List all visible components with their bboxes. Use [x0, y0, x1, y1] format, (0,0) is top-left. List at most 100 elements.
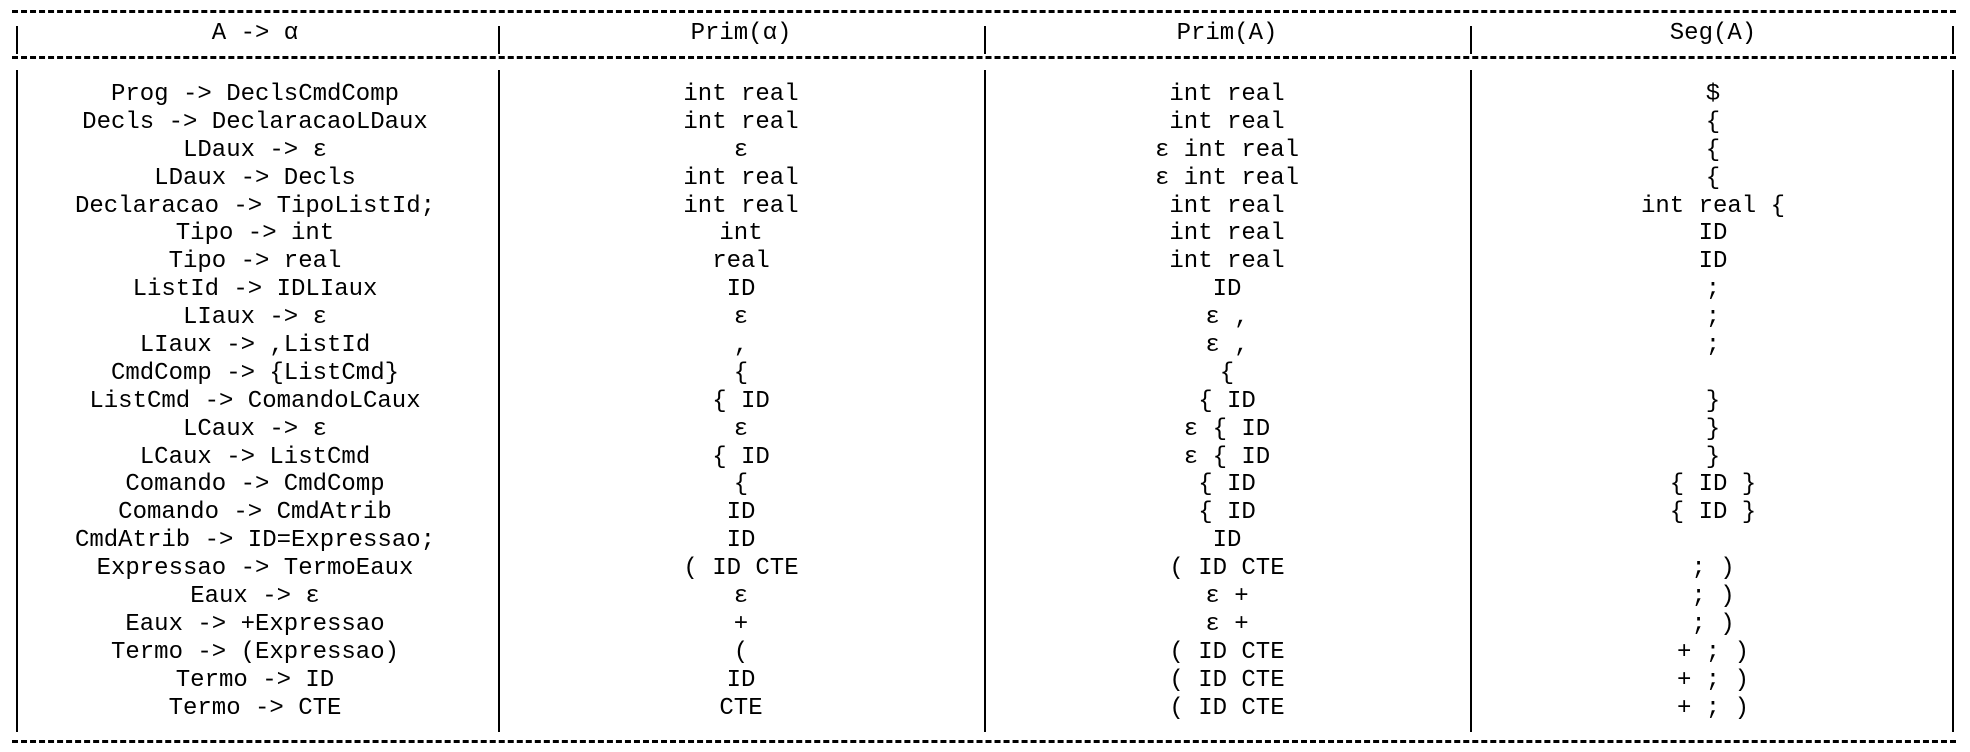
- follow-a-cell: ; ): [1691, 610, 1735, 638]
- production-cell: LDaux -> ε: [182, 136, 328, 164]
- table-row: Eaux -> +Expressao+ε +; ): [12, 611, 1956, 639]
- first-a-cell: ε { ID: [1183, 415, 1271, 443]
- top-rule: [12, 10, 1956, 13]
- first-alpha-cell: ε: [733, 304, 749, 332]
- first-a-cell: ε +: [1205, 583, 1249, 611]
- first-alpha-cell: +: [733, 610, 749, 638]
- first-alpha-cell: ε: [733, 136, 749, 164]
- table-row: Comando -> CmdComp{{ ID{ ID }: [12, 471, 1956, 499]
- body-separator: [984, 70, 986, 732]
- first-a-cell: ε ,: [1205, 332, 1249, 360]
- production-cell: LIaux -> ,ListId: [139, 332, 371, 360]
- follow-a-cell: [1470, 360, 1956, 388]
- first-a-cell: { ID: [1198, 471, 1256, 499]
- follow-a-cell: [1470, 527, 1956, 555]
- header-separator: [984, 26, 986, 54]
- production-cell: Prog -> DeclsCmdComp: [110, 81, 400, 108]
- production-cell: Comando -> CmdComp: [125, 471, 385, 499]
- first-alpha-cell: { ID: [712, 443, 770, 471]
- table-row: Termo -> (Expressao)(( ID CTE+ ; ): [12, 639, 1956, 667]
- follow-a-cell: $: [1705, 81, 1721, 108]
- table-row: CmdComp -> {ListCmd} { {: [12, 360, 1956, 388]
- production-cell: Eaux -> ε: [190, 583, 320, 611]
- production-cell: Expressao -> TermoEaux: [96, 555, 414, 583]
- header-production: A -> α: [211, 20, 299, 47]
- table-row: LIaux -> ε ε ε ,;: [12, 304, 1956, 332]
- follow-a-cell: {: [1705, 136, 1721, 164]
- production-cell: LCaux -> ListCmd: [139, 443, 371, 471]
- first-a-cell: ε int real: [1154, 164, 1300, 192]
- follow-a-cell: { ID }: [1669, 499, 1757, 527]
- production-cell: LDaux -> Decls: [154, 164, 356, 192]
- header-separator: [1952, 26, 1954, 54]
- first-alpha-cell: real: [712, 248, 770, 276]
- body-separator: [1952, 70, 1954, 732]
- first-alpha-cell: int: [719, 220, 763, 248]
- production-cell: Decls -> DeclaracaoLDaux: [82, 108, 428, 136]
- follow-a-cell: ;: [1705, 304, 1721, 332]
- table-row: Expressao -> TermoEaux( ID CTE( ID CTE; …: [12, 555, 1956, 583]
- first-follow-table: A -> α Prim(α) Prim(A) Seg(A) Prog -> De…: [12, 0, 1956, 752]
- first-alpha-cell: ε: [733, 583, 749, 611]
- first-a-cell: ID: [1212, 276, 1242, 304]
- follow-a-cell: }: [1705, 415, 1721, 443]
- production-cell: Tipo -> int: [175, 220, 335, 248]
- follow-a-cell: {: [1705, 108, 1721, 136]
- first-alpha-cell: {: [733, 471, 749, 499]
- first-a-cell: int real: [1169, 248, 1285, 276]
- first-a-cell: {: [1219, 359, 1235, 387]
- first-alpha-cell: CTE: [719, 694, 763, 722]
- first-a-cell: ( ID CTE: [1169, 694, 1285, 722]
- body-separator: [498, 70, 500, 732]
- follow-a-cell: ;: [1705, 332, 1721, 360]
- follow-a-cell: ID: [1698, 220, 1728, 248]
- production-cell: LIaux -> ε: [182, 304, 328, 332]
- header-rule: [12, 56, 1956, 59]
- bottom-rule: [12, 740, 1956, 743]
- first-a-cell: int real: [1169, 192, 1285, 220]
- first-a-cell: { ID: [1198, 387, 1256, 415]
- first-a-cell: ( ID CTE: [1169, 666, 1285, 694]
- first-a-cell: ID: [1212, 527, 1242, 555]
- first-a-cell: int real: [1169, 108, 1285, 136]
- first-alpha-cell: (: [733, 638, 749, 666]
- production-cell: CmdComp -> {ListCmd}: [110, 359, 400, 387]
- follow-a-cell: }: [1705, 387, 1721, 415]
- table-row: Decls -> DeclaracaoLDaux int real int real…: [12, 109, 1956, 137]
- follow-a-cell: + ; ): [1676, 666, 1749, 694]
- table-row: LIaux -> ,ListId, ε ,;: [12, 332, 1956, 360]
- table-row: Termo -> ID ID ( ID CTE + ; ): [12, 667, 1956, 695]
- first-a-cell: ( ID CTE: [1169, 638, 1285, 666]
- follow-a-cell: ;: [1705, 276, 1721, 304]
- production-cell: Comando -> CmdAtrib: [118, 499, 392, 527]
- first-a-cell: ε ,: [1205, 304, 1249, 332]
- production-cell: ListId -> IDLIaux: [132, 276, 378, 304]
- first-alpha-cell: int real: [683, 108, 799, 136]
- body-separator: [1470, 70, 1472, 732]
- follow-a-cell: + ; ): [1676, 694, 1749, 722]
- first-alpha-cell: int real: [683, 81, 799, 108]
- header-first-alpha: Prim(α): [690, 20, 792, 47]
- body-separator: [16, 70, 18, 732]
- production-cell: Eaux -> +Expressao: [125, 610, 385, 638]
- first-alpha-cell: ID: [726, 666, 756, 694]
- production-cell: Declaracao -> TipoListId;: [74, 192, 436, 220]
- first-alpha-cell: int real: [683, 164, 799, 192]
- first-alpha-cell: {: [733, 359, 749, 387]
- production-cell: Termo -> ID: [175, 666, 335, 694]
- first-alpha-cell: ,: [733, 332, 749, 360]
- first-alpha-cell: ε: [733, 415, 749, 443]
